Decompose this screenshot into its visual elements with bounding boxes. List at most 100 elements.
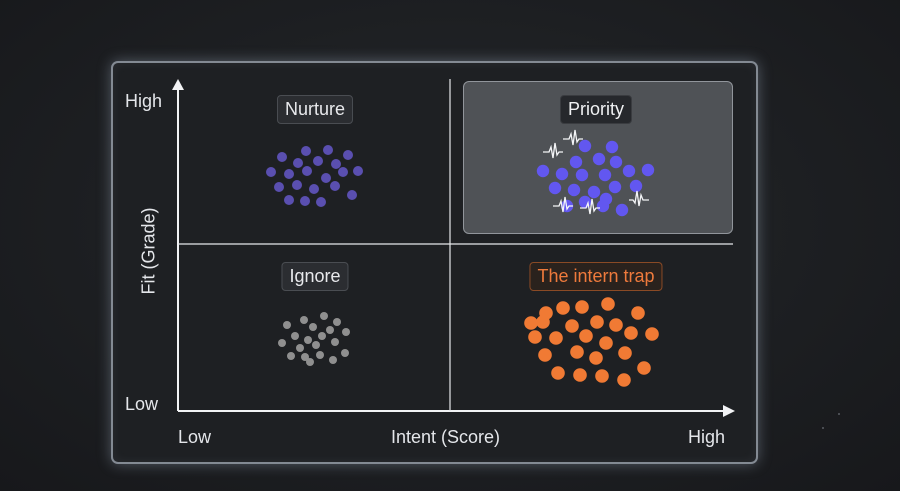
nurture-dot (300, 196, 310, 206)
pulse-icon (563, 129, 583, 146)
nurture-dot-cluster (266, 145, 363, 207)
nurture-dot (331, 159, 341, 169)
intern-trap-dot (570, 345, 584, 359)
nurture-dot (330, 181, 340, 191)
background-speck (838, 413, 840, 415)
priority-dot (567, 183, 581, 197)
ignore-dot (300, 316, 308, 324)
nurture-dot (302, 166, 312, 176)
y-axis-arrowhead (172, 79, 184, 90)
pulse-icon (629, 190, 649, 207)
intern-trap-dot (579, 329, 593, 343)
priority-dot (592, 152, 606, 166)
y-axis-low-label: Low (125, 394, 159, 414)
intern-trap-dot (536, 315, 550, 329)
ignore-dot (296, 344, 304, 352)
intern-trap-dot (645, 327, 659, 341)
intern-trap-dot (618, 346, 632, 360)
intern-trap-dot (528, 330, 542, 344)
pulse-icon (543, 142, 563, 159)
quadrant-label-ignore: Ignore (281, 262, 349, 291)
ignore-dot (331, 338, 339, 346)
background-speck (822, 427, 824, 429)
nurture-dot (293, 158, 303, 168)
nurture-dot (309, 184, 319, 194)
nurture-dot (353, 166, 363, 176)
nurture-dot (347, 190, 357, 200)
ignore-dot (312, 341, 320, 349)
priority-dot (608, 180, 622, 194)
priority-dot (536, 164, 550, 178)
nurture-dot (284, 195, 294, 205)
ignore-dot (291, 332, 299, 340)
ignore-dot (304, 336, 312, 344)
priority-dot (548, 181, 562, 195)
pulse-icon (580, 198, 600, 215)
activity-pulse-icons (543, 129, 649, 215)
nurture-dot (316, 197, 326, 207)
priority-dot (555, 167, 569, 181)
intern-trap-dot (556, 301, 570, 315)
priority-dot (605, 140, 619, 154)
nurture-dot (266, 167, 276, 177)
priority-dot (578, 139, 592, 153)
x-axis-arrowhead (723, 405, 735, 417)
intern-trap-dot (551, 366, 565, 380)
priority-dot (575, 168, 589, 182)
ignore-dot (306, 358, 314, 366)
ignore-dot-cluster (278, 312, 350, 366)
intern-trap-dot (565, 319, 579, 333)
priority-dot (615, 203, 629, 217)
ignore-dot (342, 328, 350, 336)
y-axis-title: Fit (Grade) (138, 207, 159, 295)
intern-trap-dot (624, 326, 638, 340)
x-axis-low-label: Low (178, 427, 212, 447)
ignore-dot (333, 318, 341, 326)
intern-trap-dot (631, 306, 645, 320)
priority-dot (609, 155, 623, 169)
intern-trap-dot (609, 318, 623, 332)
priority-dot (629, 179, 643, 193)
pulse-icon (553, 196, 573, 213)
ignore-dot (301, 353, 309, 361)
x-axis-high-label: High (688, 427, 726, 447)
intern-trap-dot (595, 369, 609, 383)
priority-dot-cluster (536, 139, 655, 217)
quadrant-label-intern-trap: The intern trap (529, 262, 663, 291)
ignore-dot (320, 312, 328, 320)
intern-trap-dot (589, 351, 603, 365)
intern-trap-dot (524, 316, 538, 330)
ignore-dot (287, 352, 295, 360)
intern-trap-dot (575, 300, 589, 314)
ignore-dot (326, 326, 334, 334)
ignore-dot (283, 321, 291, 329)
nurture-dot (313, 156, 323, 166)
priority-dot (622, 164, 636, 178)
nurture-dot (292, 180, 302, 190)
ignore-dot (316, 351, 324, 359)
priority-dot (587, 185, 601, 199)
priority-dot (569, 155, 583, 169)
intern-trap-dot (601, 297, 615, 311)
nurture-dot (343, 150, 353, 160)
nurture-dot (277, 152, 287, 162)
y-axis-high-label: High (125, 91, 163, 111)
priority-dot (578, 195, 592, 209)
intern-trap-dot (637, 361, 651, 375)
intern-trap-dot (549, 331, 563, 345)
intern-trap-dot (538, 348, 552, 362)
nurture-dot (284, 169, 294, 179)
intern-trap-dot (573, 368, 587, 382)
nurture-dot (323, 145, 333, 155)
ignore-dot (278, 339, 286, 347)
intern-trap-dot (599, 336, 613, 350)
ignore-dot (341, 349, 349, 357)
ignore-dot (318, 332, 326, 340)
nurture-dot (321, 173, 331, 183)
quadrant-label-nurture: Nurture (276, 95, 354, 124)
nurture-dot (338, 167, 348, 177)
priority-dot (641, 163, 655, 177)
priority-dot (598, 168, 612, 182)
ignore-dot (329, 356, 337, 364)
